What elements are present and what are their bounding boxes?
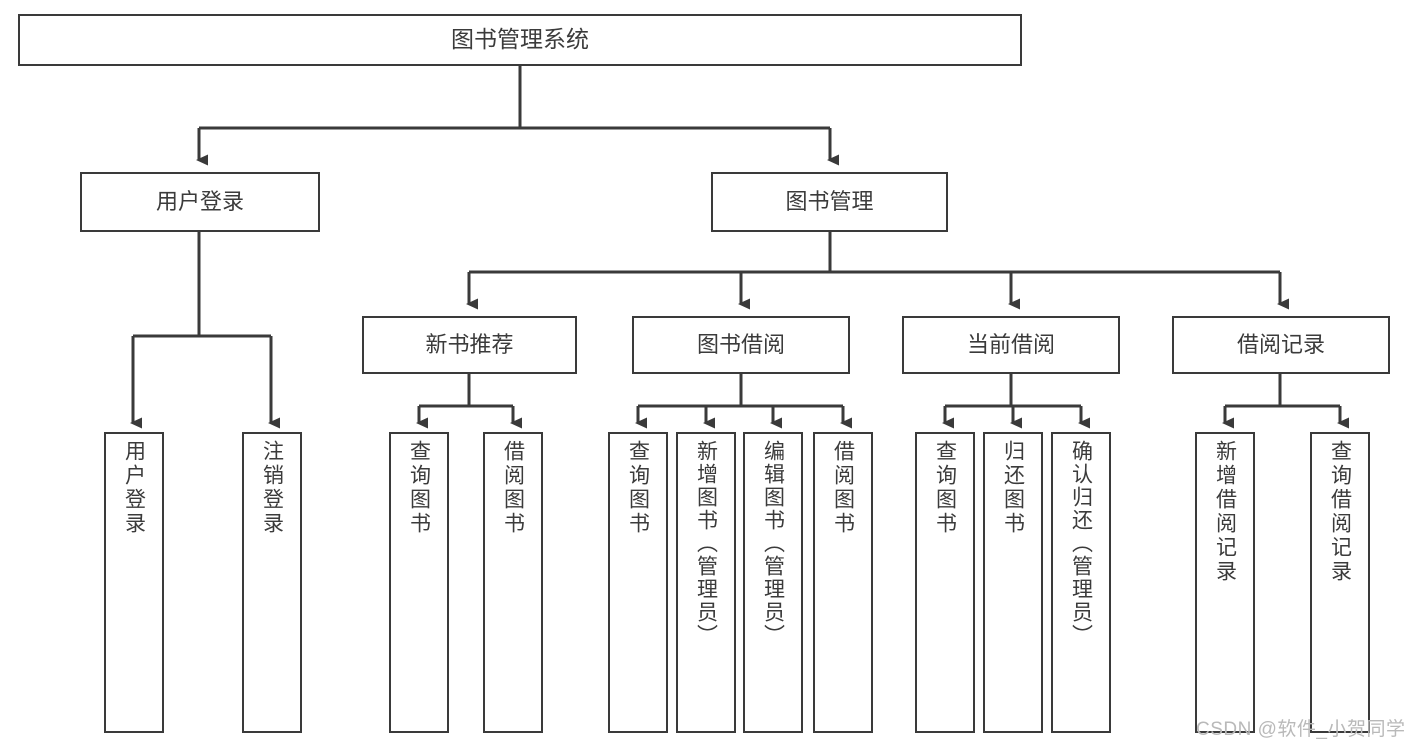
leaf-query-book-current[interactable]: 查询图书 — [915, 432, 975, 733]
node-user-login[interactable]: 用户登录 — [80, 172, 320, 232]
node-label: 查询图书 — [626, 440, 650, 536]
node-book-management[interactable]: 图书管理 — [711, 172, 948, 232]
node-label: 新增借阅记录 — [1213, 440, 1237, 584]
leaf-add-book-admin[interactable]: 新增图书（管理员） — [676, 432, 736, 733]
leaf-add-borrow-record[interactable]: 新增借阅记录 — [1195, 432, 1255, 733]
node-root-system[interactable]: 图书管理系统 — [18, 14, 1022, 66]
node-label: 当前借阅 — [966, 332, 1055, 358]
node-label: 归还图书 — [1001, 440, 1025, 536]
node-label: 借阅图书 — [831, 440, 855, 536]
leaf-edit-book-admin[interactable]: 编辑图书（管理员） — [743, 432, 803, 733]
leaf-borrow-book-recommend[interactable]: 借阅图书 — [483, 432, 543, 733]
watermark-label: CSDN @软件_小贺同学 — [1196, 719, 1405, 740]
node-label: 图书管理 — [785, 189, 874, 215]
node-label: 注销登录 — [260, 440, 284, 536]
node-label: 查询图书 — [933, 440, 957, 536]
leaf-confirm-return-admin[interactable]: 确认归还（管理员） — [1051, 432, 1111, 733]
node-label: 借阅记录 — [1236, 332, 1325, 358]
leaf-return-book[interactable]: 归还图书 — [983, 432, 1043, 733]
leaf-borrow-book[interactable]: 借阅图书 — [813, 432, 873, 733]
node-label: 图书借阅 — [696, 332, 785, 358]
node-borrow-record[interactable]: 借阅记录 — [1172, 316, 1390, 374]
leaf-query-book-recommend[interactable]: 查询图书 — [389, 432, 449, 733]
node-label: 借阅图书 — [501, 440, 525, 536]
leaf-query-book-borrow[interactable]: 查询图书 — [608, 432, 668, 733]
node-label: 用户登录 — [155, 189, 244, 215]
node-label: 查询图书 — [407, 440, 431, 536]
node-label: 用户登录 — [122, 440, 146, 536]
leaf-user-login[interactable]: 用户登录 — [104, 432, 164, 733]
node-label: 图书管理系统 — [451, 26, 589, 53]
node-label: 查询借阅记录 — [1328, 440, 1352, 584]
node-label: 新增图书（管理员） — [694, 440, 718, 647]
leaf-query-borrow-record[interactable]: 查询借阅记录 — [1310, 432, 1370, 733]
node-label: 确认归还（管理员） — [1069, 440, 1093, 647]
node-current-borrow[interactable]: 当前借阅 — [902, 316, 1120, 374]
leaf-logout[interactable]: 注销登录 — [242, 432, 302, 733]
node-label: 编辑图书（管理员） — [761, 440, 785, 647]
node-label: 新书推荐 — [425, 332, 514, 358]
node-book-borrow[interactable]: 图书借阅 — [632, 316, 850, 374]
node-new-book-recommend[interactable]: 新书推荐 — [362, 316, 577, 374]
